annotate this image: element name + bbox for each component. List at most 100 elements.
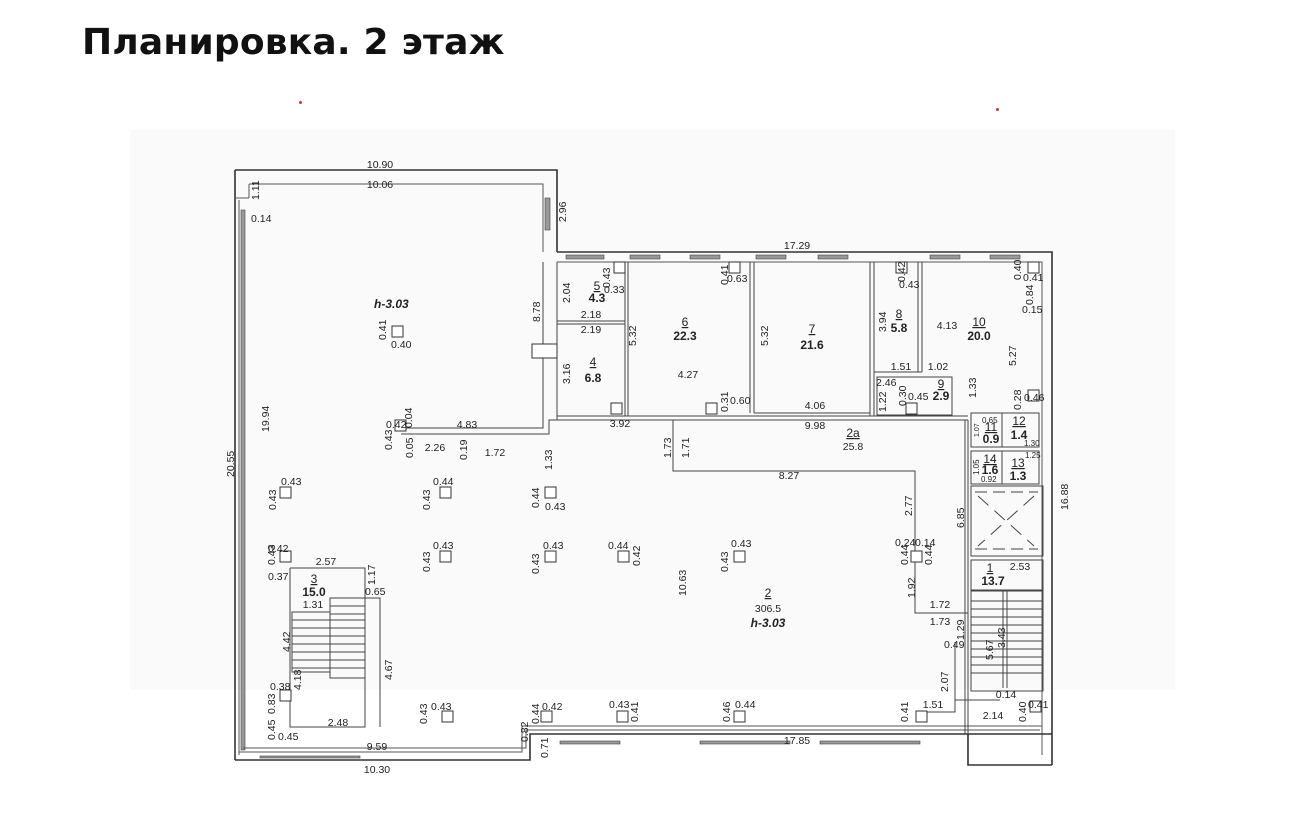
svg-text:0.41: 0.41 <box>629 701 641 722</box>
svg-text:9.59: 9.59 <box>367 741 388 753</box>
room-area: 2.9 <box>933 389 950 403</box>
svg-text:1.30: 1.30 <box>1024 439 1040 448</box>
room-number: 3 <box>311 572 318 586</box>
svg-text:1.33: 1.33 <box>543 449 555 470</box>
svg-text:0.28: 0.28 <box>1012 389 1024 410</box>
svg-text:9.98: 9.98 <box>805 420 826 432</box>
svg-text:0.42: 0.42 <box>896 261 908 282</box>
room-area: 15.0 <box>302 585 326 599</box>
svg-text:4.83: 4.83 <box>457 419 478 431</box>
room-area: 20.0 <box>967 329 991 343</box>
staircase-left <box>291 597 366 679</box>
svg-text:1.71: 1.71 <box>680 437 692 458</box>
svg-text:10.06: 10.06 <box>367 179 393 191</box>
svg-text:2.96: 2.96 <box>557 201 569 222</box>
staircase-right <box>970 590 1044 692</box>
svg-text:0.42: 0.42 <box>268 543 289 555</box>
room-area: 5.8 <box>891 321 908 335</box>
svg-text:2.04: 2.04 <box>561 282 573 303</box>
svg-text:1.11: 1.11 <box>250 180 262 200</box>
svg-text:0.43: 0.43 <box>267 489 279 510</box>
svg-text:10.30: 10.30 <box>364 764 390 776</box>
svg-text:0.43: 0.43 <box>545 501 566 513</box>
room-number: 2 <box>765 586 772 600</box>
svg-text:1.07: 1.07 <box>974 423 981 437</box>
svg-text:0.42: 0.42 <box>631 545 643 566</box>
svg-text:0.43: 0.43 <box>266 544 278 565</box>
ceiling-height-label: h-3.03 <box>751 616 786 630</box>
outer-walls <box>234 169 1053 766</box>
svg-text:0.41: 0.41 <box>1028 699 1049 711</box>
svg-text:0.40: 0.40 <box>1012 259 1024 280</box>
svg-text:0.71: 0.71 <box>539 737 551 758</box>
svg-text:4.67: 4.67 <box>383 659 395 680</box>
svg-text:0.43: 0.43 <box>421 551 433 572</box>
svg-text:2.46: 2.46 <box>876 377 897 389</box>
svg-text:0.43: 0.43 <box>731 538 752 550</box>
svg-text:0.60: 0.60 <box>730 395 751 407</box>
svg-text:0.45: 0.45 <box>908 391 929 403</box>
svg-text:0.44: 0.44 <box>899 544 911 565</box>
svg-text:0.65: 0.65 <box>365 586 386 598</box>
svg-text:5.32: 5.32 <box>627 325 639 346</box>
svg-text:0.44: 0.44 <box>923 544 935 565</box>
page-title: Планировка. 2 этаж <box>82 22 505 63</box>
svg-text:0.82: 0.82 <box>519 721 531 742</box>
svg-text:0.41: 0.41 <box>1023 272 1044 284</box>
svg-text:0.46: 0.46 <box>721 701 733 722</box>
room-area: 25.8 <box>843 441 864 453</box>
svg-text:1.33: 1.33 <box>967 377 979 398</box>
room-number: 14 <box>983 452 997 466</box>
svg-text:0.04: 0.04 <box>403 407 415 428</box>
svg-text:1.51: 1.51 <box>891 361 912 373</box>
interior-walls <box>279 261 1044 734</box>
room-number: 10 <box>972 315 986 329</box>
svg-text:1.31: 1.31 <box>303 599 324 611</box>
svg-text:2.26: 2.26 <box>425 442 446 454</box>
svg-text:2.14: 2.14 <box>983 710 1004 722</box>
svg-text:0.43: 0.43 <box>899 279 920 291</box>
svg-text:0.44: 0.44 <box>735 699 756 711</box>
svg-text:0.38: 0.38 <box>270 681 291 693</box>
dimension-labels: 10.90 10.06 1.11 0.14 2.96 8.78 0.41 0.4… <box>225 159 1071 776</box>
room-area: 306.5 <box>755 603 781 615</box>
svg-text:17.85: 17.85 <box>784 735 810 747</box>
svg-text:4.06: 4.06 <box>805 400 826 412</box>
svg-text:2.07: 2.07 <box>939 671 951 692</box>
svg-text:1.02: 1.02 <box>928 361 949 373</box>
svg-text:8.78: 8.78 <box>531 301 543 322</box>
room-number: 2a <box>846 426 860 440</box>
room-number: 1 <box>987 561 994 575</box>
room-area: 6.8 <box>585 371 602 385</box>
svg-text:0.43: 0.43 <box>281 476 302 488</box>
svg-text:0.45: 0.45 <box>278 731 299 743</box>
svg-text:0.63: 0.63 <box>727 273 748 285</box>
svg-text:0.30: 0.30 <box>897 385 909 406</box>
svg-text:0.41: 0.41 <box>899 701 911 722</box>
svg-text:0.46: 0.46 <box>1024 392 1045 404</box>
svg-text:0.24: 0.24 <box>895 537 916 549</box>
svg-text:0.43: 0.43 <box>431 701 452 713</box>
svg-text:0.41: 0.41 <box>377 319 389 340</box>
room-number: 4 <box>590 355 597 369</box>
svg-text:3.16: 3.16 <box>561 363 573 384</box>
svg-text:0.43: 0.43 <box>543 540 564 552</box>
svg-text:0.43: 0.43 <box>383 429 395 450</box>
svg-text:0.42: 0.42 <box>386 419 407 431</box>
svg-text:19.94: 19.94 <box>260 406 272 432</box>
svg-text:0.41: 0.41 <box>719 264 731 285</box>
svg-text:4.18: 4.18 <box>292 669 304 690</box>
svg-text:6.85: 6.85 <box>955 507 967 528</box>
svg-text:3.43: 3.43 <box>996 627 1008 648</box>
svg-text:0.14: 0.14 <box>251 213 272 225</box>
svg-text:0.43: 0.43 <box>601 267 613 288</box>
svg-text:17.29: 17.29 <box>784 240 810 252</box>
svg-text:10.63: 10.63 <box>677 570 689 596</box>
svg-text:0.05: 0.05 <box>404 437 416 458</box>
svg-text:5.32: 5.32 <box>759 325 771 346</box>
svg-text:1.05: 1.05 <box>972 459 981 475</box>
room-number: 11 <box>985 420 998 434</box>
svg-text:0.14: 0.14 <box>915 537 936 549</box>
svg-text:1.25: 1.25 <box>1025 451 1041 460</box>
room-area: 21.6 <box>800 338 824 352</box>
